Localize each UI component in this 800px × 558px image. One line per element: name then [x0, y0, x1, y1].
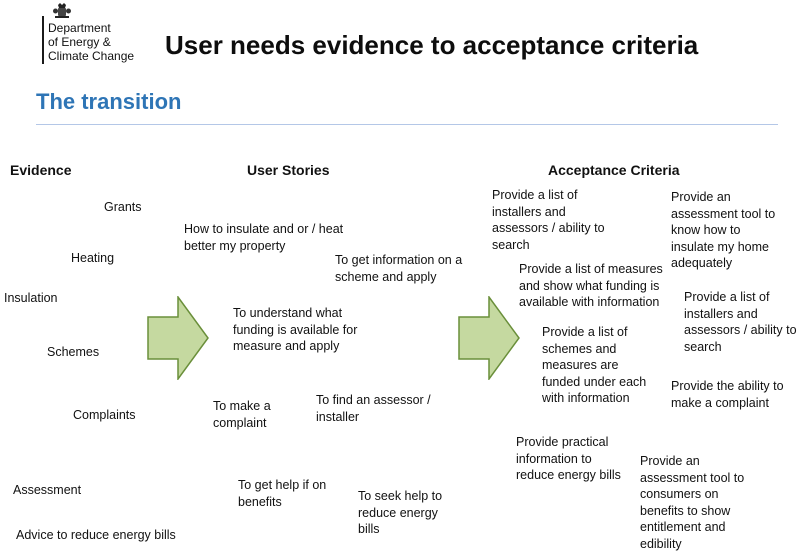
evidence-header: Evidence: [10, 162, 72, 178]
user-stories-header: User Stories: [247, 162, 330, 178]
user-story: To get information on a scheme and apply: [335, 253, 463, 284]
acceptance-criterion: Provide a list of measures and show what…: [519, 262, 663, 309]
user-story: To get help if on benefits: [238, 478, 327, 509]
royal-crest-icon: [53, 3, 71, 18]
user-story: To find an assessor / installer: [316, 393, 431, 424]
title-divider: [36, 124, 778, 125]
right-arrow-icon: [458, 296, 520, 380]
department-name: Department of Energy & Climate Change: [48, 21, 134, 63]
evidence-item: Grants: [104, 200, 142, 214]
acceptance-criterion: Provide practical information to reduce …: [516, 435, 621, 482]
slide-subtitle: The transition: [36, 89, 182, 114]
evidence-item: Insulation: [4, 291, 58, 305]
user-story: To seek help to reduce energy bills: [358, 489, 443, 536]
acceptance-criterion: Provide an assessment tool to know how t…: [671, 190, 776, 270]
right-arrow-icon: [147, 296, 209, 380]
acceptance-criterion: Provide the ability to make a complaint: [671, 379, 784, 410]
acceptance-criterion: Provide a list of schemes and measures a…: [542, 325, 647, 405]
evidence-item: Heating: [71, 251, 115, 265]
evidence-item: Advice to reduce energy bills: [16, 528, 176, 542]
evidence-item: Complaints: [73, 408, 136, 422]
department-line: Climate Change: [48, 49, 135, 63]
department-line: Department: [48, 21, 111, 35]
user-story: To understand what funding is available …: [233, 306, 358, 353]
acceptance-criterion: Provide a list of installers and assesso…: [684, 290, 797, 354]
acceptance-criterion: Provide an assessment tool to consumers …: [640, 454, 745, 551]
user-story: To make a complaint: [213, 399, 271, 430]
department-logo: Department of Energy & Climate Change: [42, 2, 152, 68]
evidence-item: Assessment: [13, 483, 82, 497]
acceptance-criteria-header: Acceptance Criteria: [548, 162, 680, 178]
acceptance-criterion: Provide a list of installers and assesso…: [492, 188, 605, 252]
department-line: of Energy &: [48, 35, 111, 49]
slide-title: User needs evidence to acceptance criter…: [165, 30, 699, 60]
evidence-item: Schemes: [47, 345, 100, 359]
logo-divider: [42, 16, 44, 64]
user-story: How to insulate and or / heat better my …: [184, 222, 344, 253]
